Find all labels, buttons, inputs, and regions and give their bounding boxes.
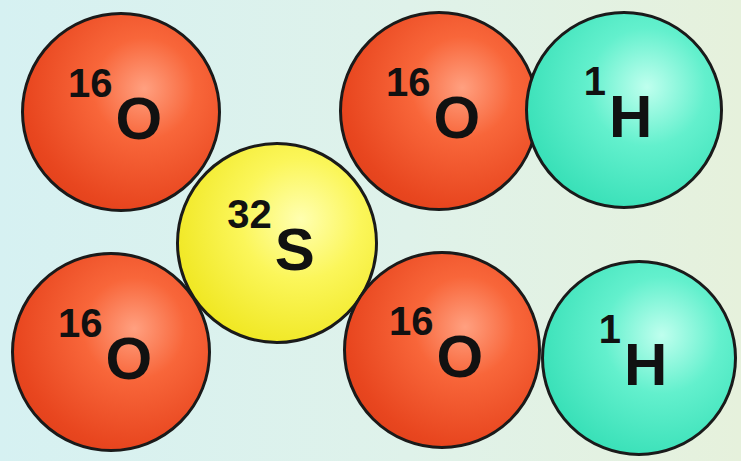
oxygen-atom: 16O <box>11 252 211 452</box>
mass-number: 32 <box>227 194 272 234</box>
mass-number: 16 <box>389 301 434 341</box>
atom-label: 1H <box>584 61 653 147</box>
element-symbol: H <box>609 87 652 147</box>
atom-label: 16O <box>68 63 162 149</box>
mass-number: 16 <box>68 63 113 103</box>
element-symbol: O <box>436 327 483 387</box>
oxygen-atom: 16O <box>21 12 221 212</box>
element-symbol: S <box>275 220 315 280</box>
mass-number: 1 <box>599 309 621 349</box>
mass-number: 16 <box>386 62 431 102</box>
element-symbol: O <box>115 89 162 149</box>
atom-label: 32S <box>227 194 315 280</box>
atom-label: 1H <box>599 309 668 395</box>
atom-label: 16O <box>389 301 483 387</box>
atom-label: 16O <box>58 303 152 389</box>
element-symbol: O <box>105 329 152 389</box>
mass-number: 16 <box>58 303 103 343</box>
atom-label: 16O <box>386 62 480 148</box>
element-symbol: O <box>433 88 480 148</box>
mass-number: 1 <box>584 61 606 101</box>
oxygen-atom: 16O <box>339 11 539 211</box>
sulfur-atom: 32S <box>176 142 378 344</box>
oxygen-atom: 16O <box>343 251 541 449</box>
hydrogen-atom: 1H <box>541 260 737 456</box>
hydrogen-atom: 1H <box>525 11 723 209</box>
element-symbol: H <box>624 335 667 395</box>
